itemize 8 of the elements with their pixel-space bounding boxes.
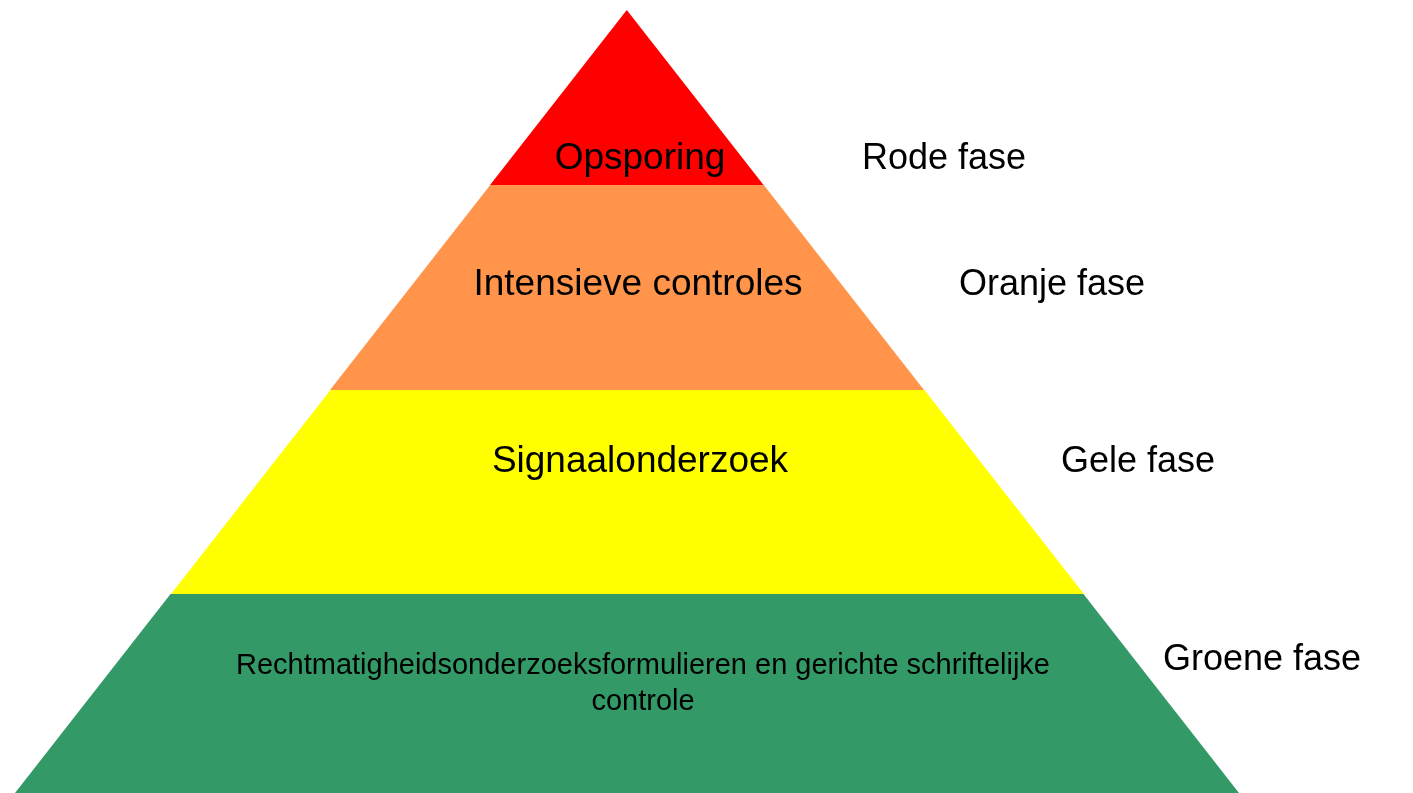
band-label: Opsporing <box>554 134 726 179</box>
band-label: Intensieve controles <box>473 260 803 305</box>
band-label: Signaalonderzoek <box>491 437 789 482</box>
phase-label: Oranje fase <box>959 262 1146 304</box>
phase-label: Groene fase <box>1163 637 1362 679</box>
band-label: Rechtmatigheidsonderzoeksformulieren en gerichte schriftelijke controle <box>235 646 1051 718</box>
phase-label: Rode fase <box>862 136 1027 178</box>
phase-label: Gele fase <box>1061 439 1216 481</box>
